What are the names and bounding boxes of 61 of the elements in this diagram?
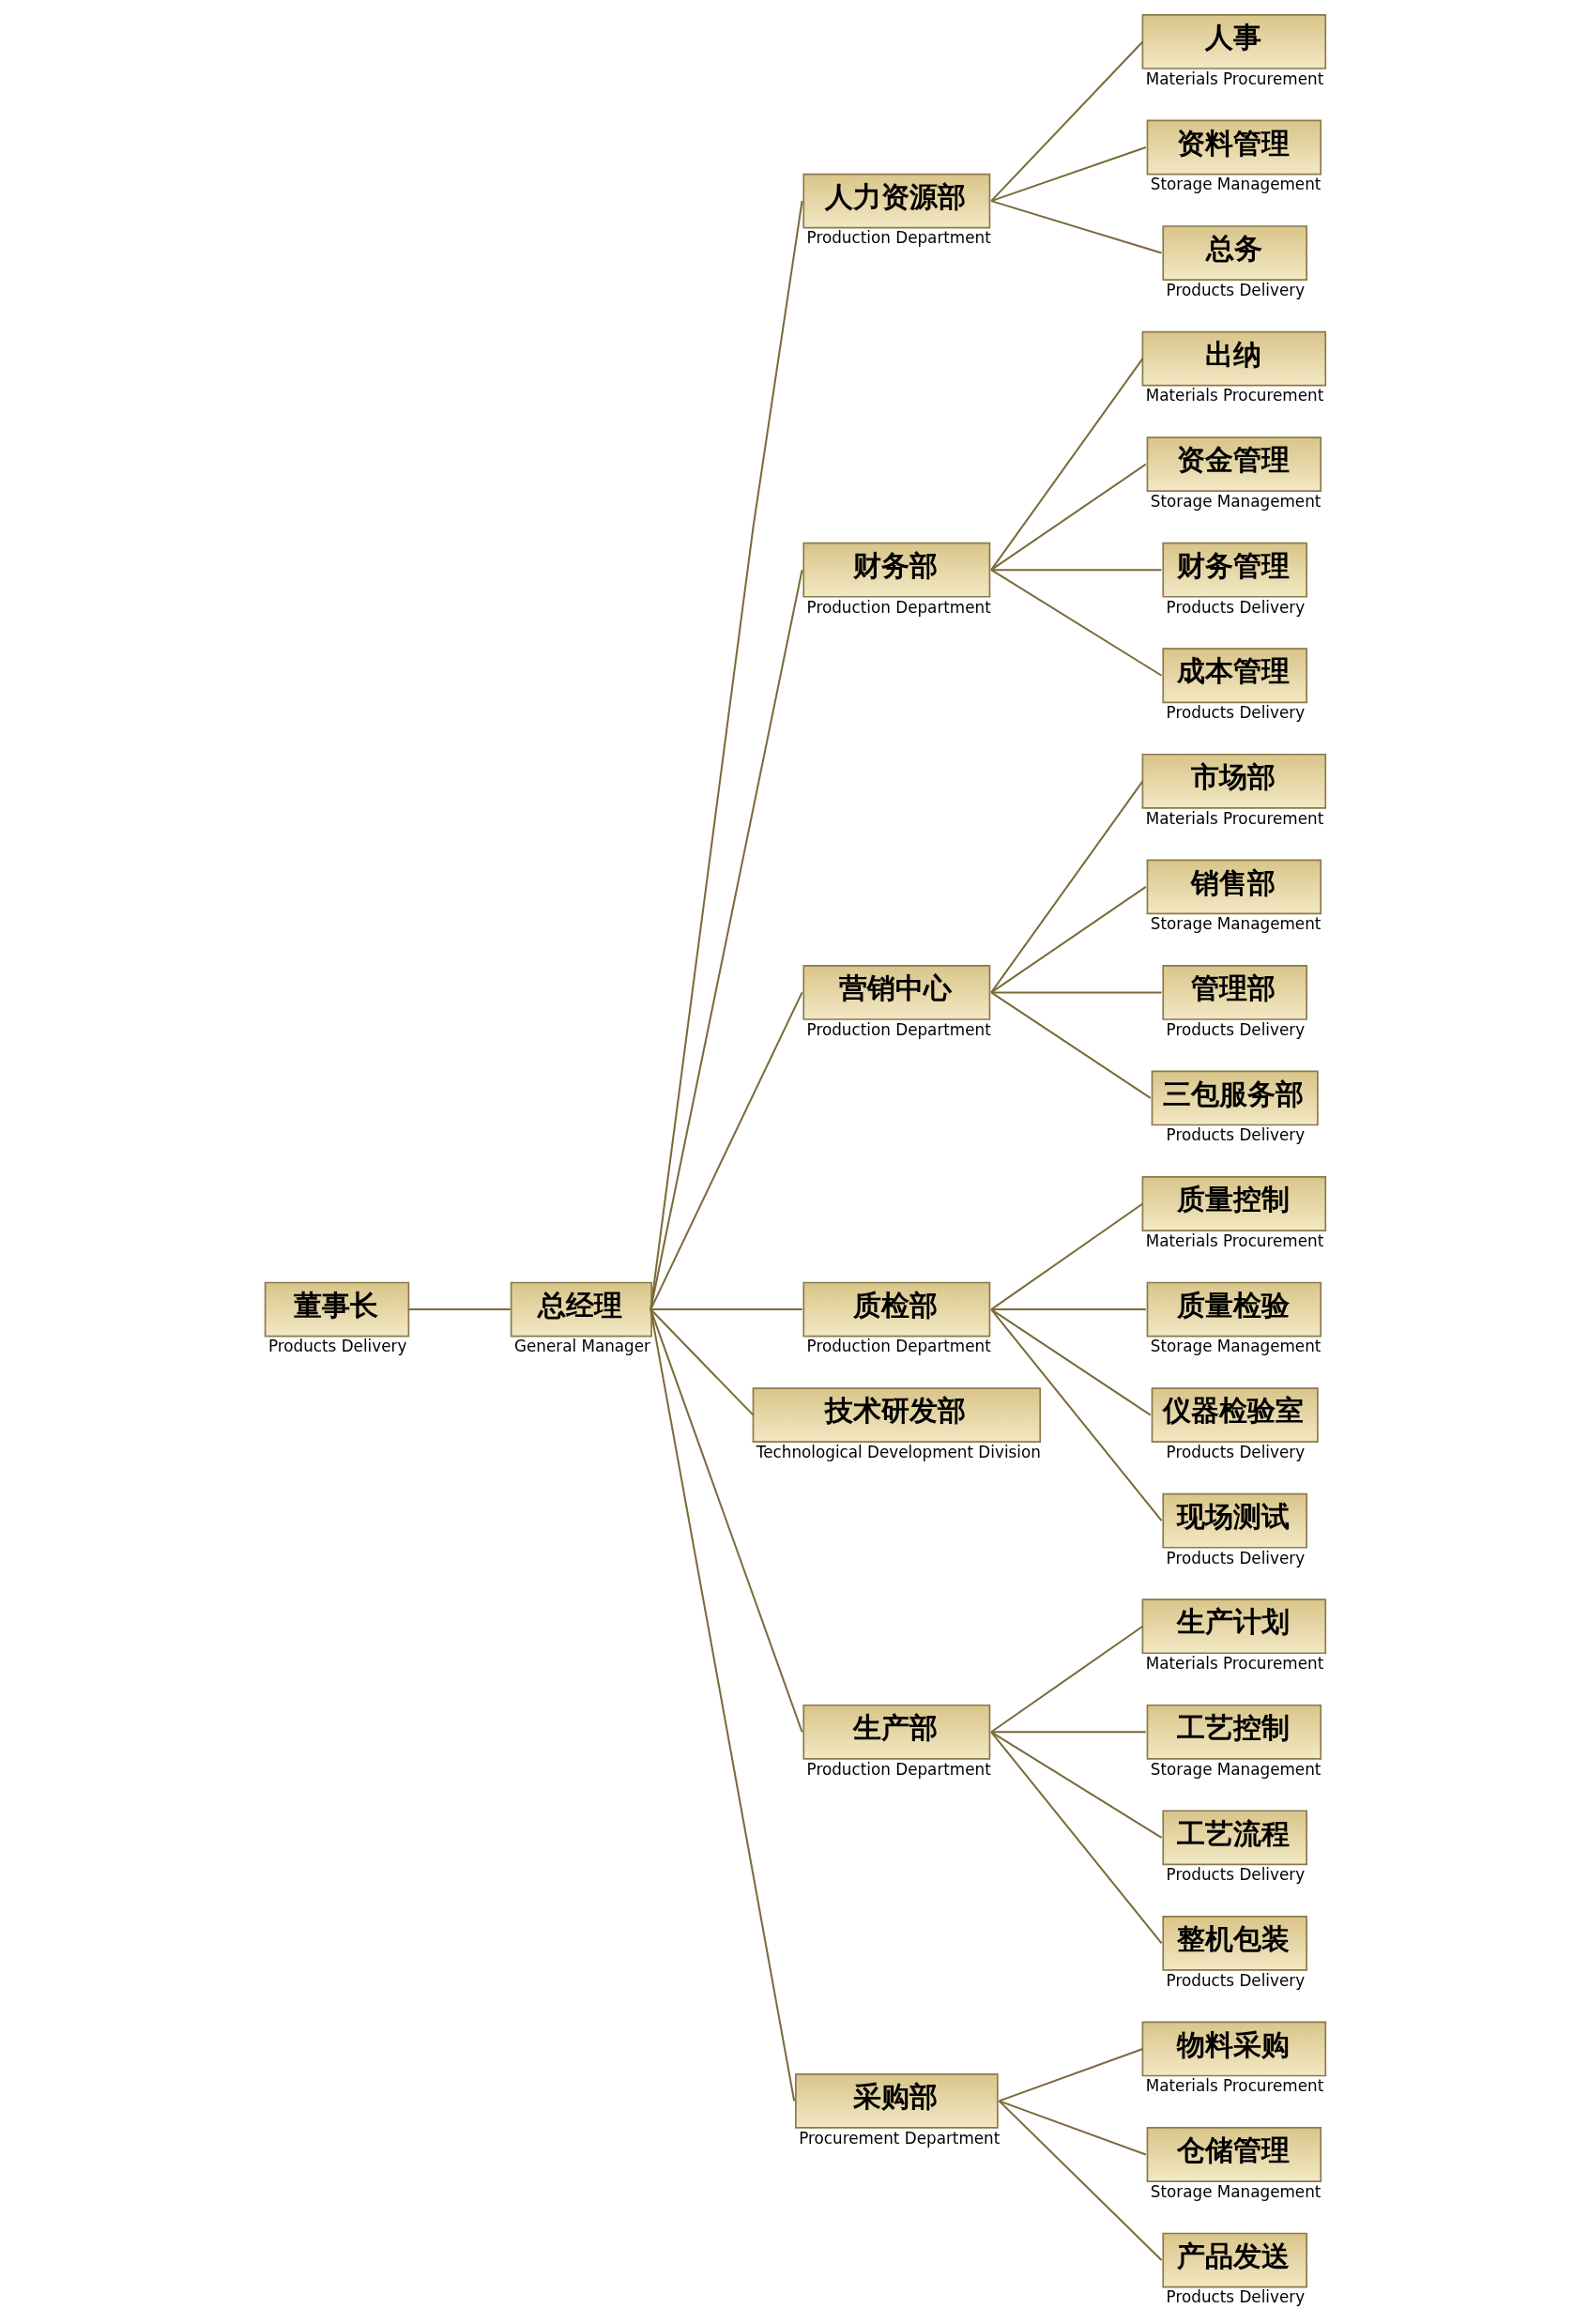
node-label: Products Delivery bbox=[1166, 280, 1305, 299]
node-label: Materials Procurement bbox=[1145, 2076, 1323, 2096]
connector bbox=[990, 1308, 1146, 1311]
connector bbox=[649, 1308, 802, 1733]
connector bbox=[990, 886, 1146, 994]
connector bbox=[998, 2100, 1146, 2156]
node-label: Products Delivery bbox=[1166, 1019, 1305, 1039]
connector bbox=[989, 358, 1143, 571]
node-label: Storage Management bbox=[1150, 914, 1321, 934]
connector bbox=[998, 2048, 1143, 2102]
node-label: Procurement Department bbox=[798, 2128, 1000, 2148]
connector bbox=[989, 780, 1143, 993]
connector bbox=[990, 1202, 1143, 1310]
node-label: Products Delivery bbox=[1166, 2287, 1305, 2307]
node-label: Storage Management bbox=[1150, 1759, 1321, 1779]
node-label: Products Delivery bbox=[1166, 1970, 1305, 1990]
connector bbox=[989, 1308, 1162, 1521]
connector bbox=[649, 1308, 754, 1416]
connector bbox=[990, 569, 1162, 572]
node-label: Materials Procurement bbox=[1145, 1654, 1323, 1674]
connector bbox=[990, 463, 1146, 572]
node-label: Products Delivery bbox=[1166, 1442, 1305, 1461]
node-label: General Manager bbox=[513, 1337, 650, 1356]
node-label: Production Department bbox=[806, 1759, 991, 1779]
node-label: Production Department bbox=[806, 1019, 991, 1039]
node-label: Storage Management bbox=[1150, 175, 1321, 194]
node-label: Storage Management bbox=[1150, 2181, 1321, 2201]
node-label: Materials Procurement bbox=[1145, 1231, 1323, 1250]
connector bbox=[990, 200, 1162, 254]
connector bbox=[989, 1731, 1162, 1944]
node-label: Production Department bbox=[806, 1337, 991, 1356]
connector bbox=[990, 991, 1151, 1099]
connector bbox=[990, 146, 1146, 203]
node-label: Products Delivery bbox=[1166, 1548, 1305, 1567]
connector bbox=[649, 570, 803, 1310]
connector bbox=[990, 1625, 1143, 1734]
connector bbox=[990, 1731, 1162, 1839]
connector bbox=[990, 569, 1162, 677]
connector bbox=[990, 1731, 1146, 1734]
node-label: Technological Development Division bbox=[756, 1442, 1041, 1461]
node-label: Products Delivery bbox=[1166, 1865, 1305, 1885]
connector bbox=[990, 1308, 1151, 1416]
connector bbox=[649, 1308, 802, 1311]
node-label: Materials Procurement bbox=[1145, 808, 1323, 828]
connector bbox=[989, 40, 1143, 202]
connector bbox=[407, 1308, 511, 1311]
connector bbox=[649, 200, 803, 1310]
node-label: Materials Procurement bbox=[1145, 386, 1323, 405]
node-label: Products Delivery bbox=[1166, 703, 1305, 723]
connector bbox=[649, 1308, 795, 2102]
node-label: Products Delivery bbox=[1166, 1125, 1305, 1145]
node-label: Products Delivery bbox=[1166, 597, 1305, 617]
node-label: Production Department bbox=[806, 228, 991, 248]
node-label: Materials Procurement bbox=[1145, 69, 1323, 88]
node-label: Production Department bbox=[806, 597, 991, 617]
connector bbox=[649, 991, 802, 1310]
node-label: Storage Management bbox=[1150, 1337, 1321, 1356]
connector bbox=[998, 2100, 1162, 2261]
node-label: Products Delivery bbox=[267, 1337, 406, 1356]
node-label: Storage Management bbox=[1150, 492, 1321, 512]
connector bbox=[990, 991, 1162, 994]
